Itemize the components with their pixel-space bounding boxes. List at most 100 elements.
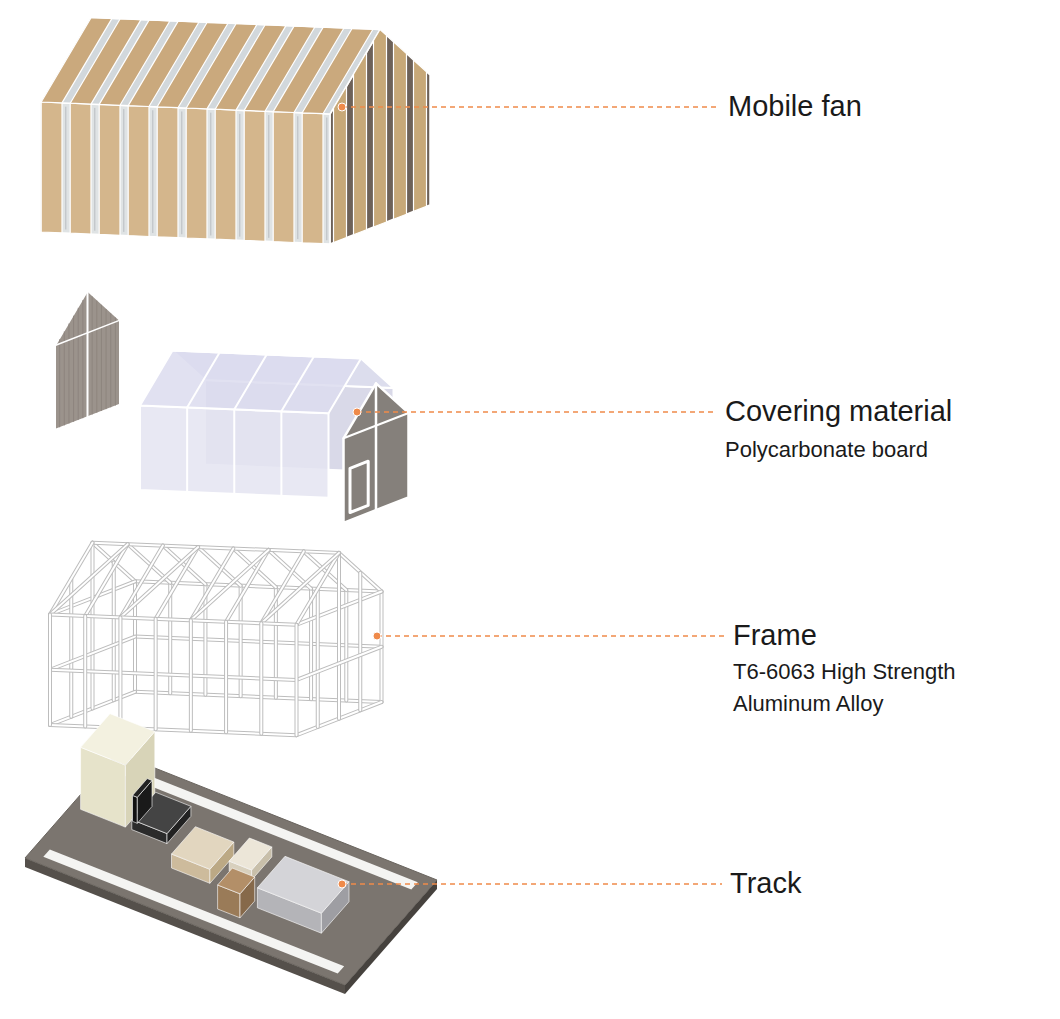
frame-member — [50, 544, 128, 614]
glass-divider — [297, 117, 298, 239]
sofa — [172, 827, 234, 870]
covering-layer — [55, 291, 409, 523]
panel-texture — [82, 300, 83, 417]
glass-divider — [65, 107, 66, 229]
panel-texture — [110, 314, 111, 407]
fan-panel — [244, 110, 265, 241]
frame-member-edge — [316, 589, 320, 727]
panel-texture — [101, 305, 102, 410]
frame-member-edge — [297, 553, 340, 625]
part-name: Frame — [733, 619, 817, 652]
panel-texture — [73, 316, 74, 421]
bed — [257, 856, 349, 913]
frame-member-edge — [226, 550, 269, 622]
door-frame — [350, 461, 368, 512]
material-note: T6-6063 High Strength Aluminum Alloy — [733, 656, 1023, 720]
gable-mullion — [375, 383, 378, 510]
frame-member — [191, 550, 269, 620]
gable-transom — [55, 320, 120, 345]
frame-member-edge — [233, 549, 276, 588]
frame-member-edge — [358, 573, 362, 711]
fan-panel — [273, 112, 294, 243]
frame-member — [310, 589, 312, 700]
glass-divider — [210, 113, 211, 235]
fan-panel — [41, 102, 62, 233]
frame-member — [49, 615, 51, 726]
frame-member — [190, 620, 192, 731]
table — [229, 838, 272, 870]
frame-member-edge — [85, 544, 128, 616]
frame-member — [120, 547, 198, 617]
part-name: Mobile fan — [728, 90, 862, 123]
frame-member — [120, 546, 163, 618]
gable-panel — [344, 383, 409, 522]
track-rail — [117, 765, 418, 889]
frame-member-edge — [163, 546, 206, 585]
panel-joint — [280, 411, 282, 496]
glass-divider — [152, 111, 153, 233]
television — [133, 779, 153, 798]
frame-member-edge — [156, 547, 199, 619]
fan-panel — [215, 109, 236, 240]
frame-member-edge — [259, 623, 263, 734]
television — [133, 795, 138, 823]
gable-mullion — [87, 291, 89, 418]
fan-panel — [186, 108, 207, 239]
glass-divider — [239, 114, 240, 236]
frame-member — [92, 543, 94, 709]
frame-member — [297, 553, 340, 625]
frame-member — [261, 551, 304, 623]
frame-member-edge — [295, 625, 299, 736]
frame-member-edge — [50, 543, 93, 615]
leader-dot — [353, 408, 361, 416]
frame-member-edge — [191, 549, 234, 621]
leader-line — [357, 411, 717, 413]
frame-member — [70, 579, 72, 717]
frame-member — [225, 622, 227, 733]
frame-member-edge — [69, 579, 73, 717]
frame-member-edge — [154, 619, 158, 730]
panel-texture — [68, 324, 69, 423]
frame-member — [233, 549, 276, 588]
frame-member — [359, 573, 361, 711]
frame-member-edge — [118, 617, 122, 728]
leader-lines — [338, 103, 725, 888]
frame-member-edge — [189, 620, 193, 731]
frame-member-edge — [48, 615, 52, 726]
wall-glass — [40, 102, 330, 244]
panel-texture — [78, 308, 79, 419]
panel-joint — [187, 353, 220, 408]
cabinet — [81, 714, 155, 765]
panel-texture — [106, 309, 107, 408]
frame-member-edge — [261, 551, 304, 623]
frame-member-edge — [112, 562, 116, 700]
fan-panel — [354, 52, 367, 235]
frame-member — [85, 544, 128, 616]
part-name: Covering material — [725, 395, 952, 428]
frame-member-edge — [191, 550, 269, 620]
track-layer — [25, 714, 437, 994]
leader-dot — [338, 103, 346, 111]
glass-divider — [181, 112, 182, 234]
panel-joint — [234, 354, 267, 409]
ridge-line — [90, 18, 380, 30]
frame-member-edge — [337, 553, 341, 719]
fan-panel — [70, 103, 91, 234]
frame-member-edge — [91, 543, 95, 709]
frame-member — [155, 619, 157, 730]
frame-member — [260, 623, 262, 734]
frame-member — [317, 589, 319, 727]
fan-panel — [302, 113, 323, 244]
panel-texture — [59, 340, 60, 427]
frame-member — [297, 647, 382, 680]
frame-member-edge — [297, 647, 382, 680]
frame-member — [163, 546, 206, 585]
leader-line — [342, 106, 720, 108]
frame-layer — [50, 543, 382, 736]
frame-member — [261, 553, 339, 623]
glass-divider — [94, 108, 95, 230]
fan-panel — [128, 106, 149, 237]
frame-member — [338, 553, 340, 719]
glass-divider — [326, 118, 327, 240]
frame-member — [226, 550, 269, 622]
